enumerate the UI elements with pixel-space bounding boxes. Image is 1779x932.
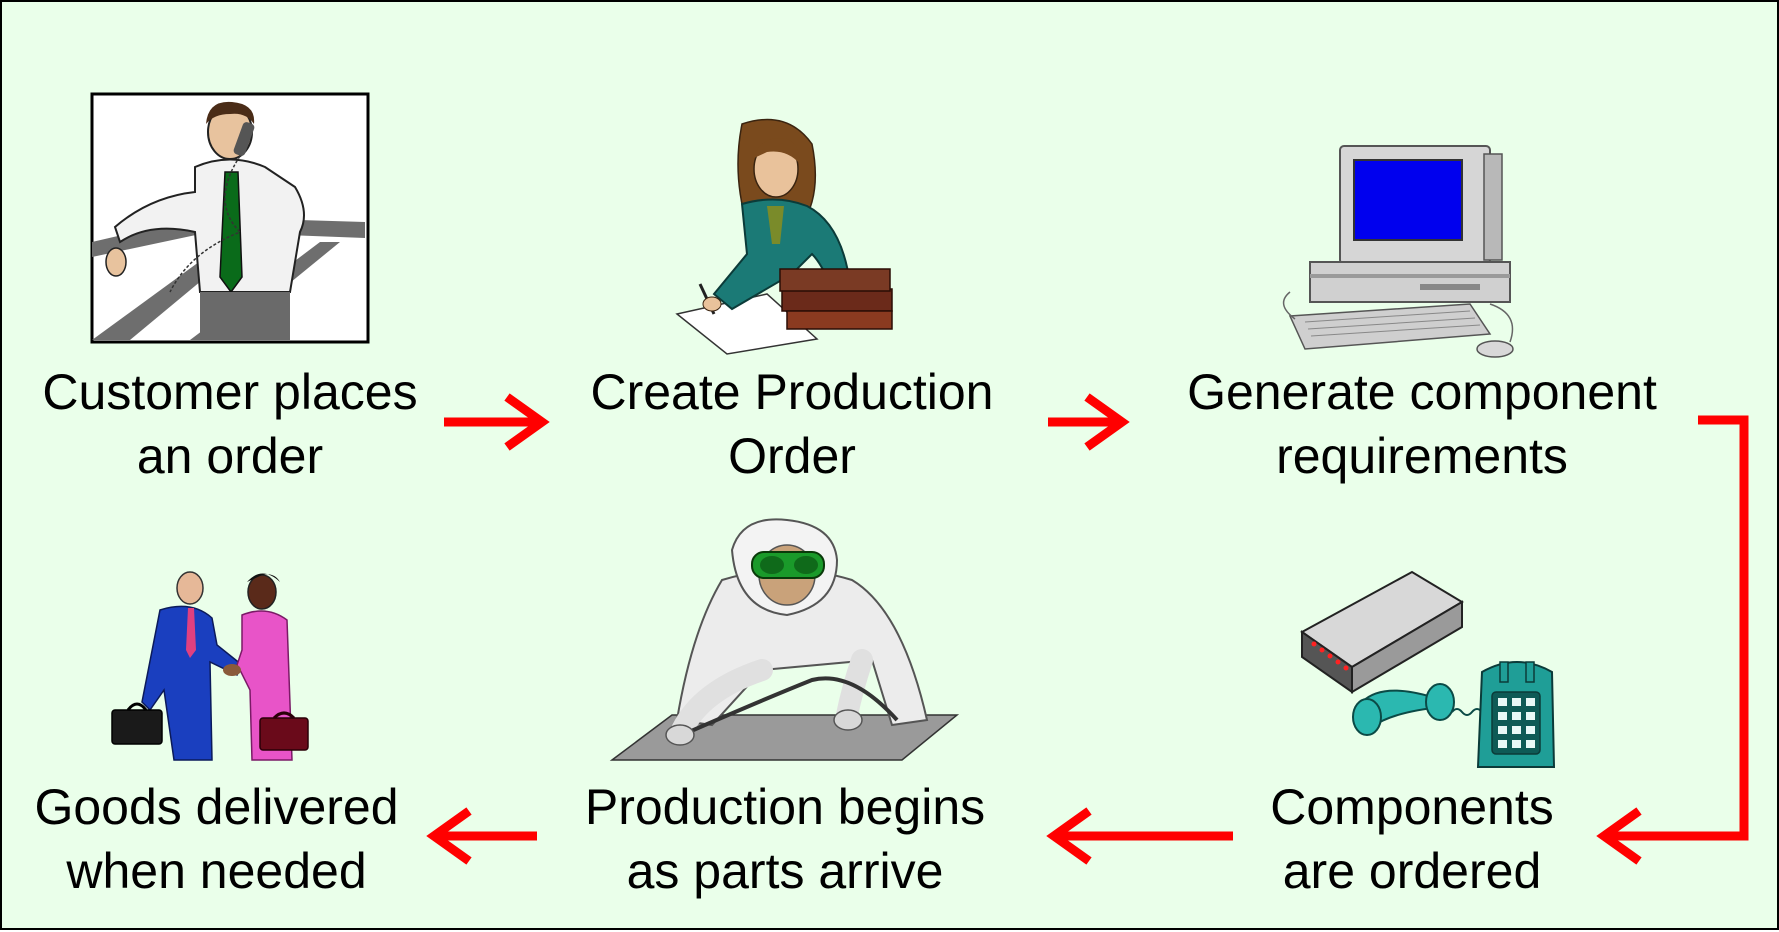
businessman-on-phone-icon — [90, 92, 370, 344]
step-5-label: Production begins as parts arrive — [584, 779, 986, 899]
arrow-step5-to-step6 — [426, 807, 537, 865]
step-6-label: Goods delivered when needed — [34, 779, 399, 899]
cleanroom-technician-icon — [609, 518, 960, 761]
modem-telephone-icon — [1300, 570, 1556, 768]
handshake-icon — [111, 571, 309, 761]
arrow-step2-to-step3 — [1048, 393, 1130, 451]
arrow-step1-to-step2 — [444, 393, 550, 451]
step-1-label: Customer places an order — [42, 364, 418, 484]
step-2-label: Create Production Order — [590, 364, 994, 484]
desktop-computer-icon — [1282, 145, 1514, 358]
step-3-label: Generate component requirements — [1187, 364, 1657, 484]
arrow-step3-to-step4 — [1596, 415, 1749, 865]
arrow-step4-to-step5 — [1046, 807, 1233, 865]
woman-writing-icon — [675, 118, 893, 355]
step-4-label: Components are ordered — [1270, 779, 1554, 899]
